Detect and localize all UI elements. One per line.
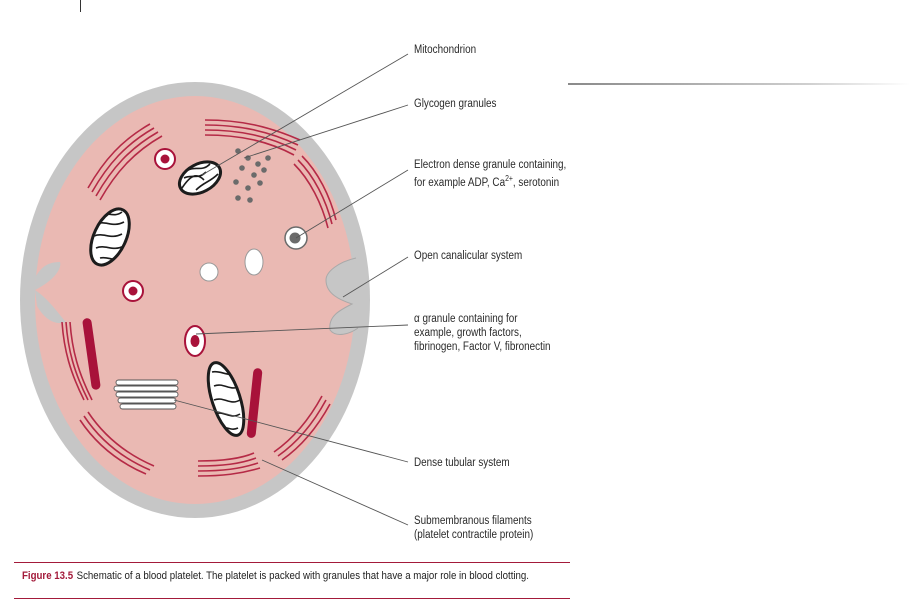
submembranous-filaments (61, 119, 337, 477)
label-alpha-line3: fibrinogen, Factor V, fibronectin (414, 341, 551, 353)
decorative-divider-line (568, 83, 910, 85)
microtubule-rod-left (82, 318, 101, 390)
label-glycogen-granules: Glycogen granules (414, 97, 496, 111)
label-electron-dense-rest: , serotonin (512, 176, 560, 189)
label-submembranous-line1: Submembranous filaments (414, 515, 532, 527)
label-alpha-line1: α granule containing for (414, 313, 518, 325)
label-ocs-text: Open canalicular system (414, 250, 523, 262)
glycogen-granules (233, 148, 271, 203)
label-dense-tubular-system: Dense tubular system (414, 456, 510, 470)
top-left-tick-mark (80, 0, 81, 12)
dense-tubular-system (113, 379, 179, 410)
label-electron-dense-line2: for example ADP, Ca2+, serotonin (414, 172, 566, 190)
label-alpha-line2: example, growth factors, (414, 327, 522, 339)
alpha-granule-3 (184, 325, 206, 357)
label-submembranous-filaments: Submembranous filaments (platelet contra… (414, 514, 533, 542)
label-dts-text: Dense tubular system (414, 457, 510, 469)
label-open-canalicular-system: Open canalicular system (414, 249, 522, 263)
mitochondrion-3 (206, 361, 246, 437)
vesicle-2 (244, 248, 264, 276)
alpha-granule-1 (154, 148, 176, 170)
open-canalicular-invagination-right (326, 258, 358, 335)
figure-number: Figure 13.5 (22, 570, 74, 582)
label-mitochondrion: Mitochondrion (414, 43, 476, 57)
label-mitochondrion-text: Mitochondrion (414, 44, 477, 56)
caption-rule-top (14, 562, 570, 563)
leader-lines (173, 53, 409, 526)
label-electron-dense-granule: Electron dense granule containing, for e… (414, 158, 566, 190)
label-alpha-granule: α granule containing for example, growth… (414, 312, 551, 354)
platelet-cytoplasm (35, 96, 355, 504)
label-submembranous-line2: (platelet contractile protein) (414, 529, 534, 541)
caption-rule-bottom (14, 598, 570, 599)
vesicle-1 (199, 262, 219, 282)
caption-text: Schematic of a blood platelet. The plate… (76, 570, 529, 582)
label-glycogen-text: Glycogen granules (414, 98, 497, 110)
label-electron-dense-superscript: 2+ (505, 174, 513, 183)
label-electron-dense-ca: for example ADP, Ca (414, 176, 506, 189)
label-electron-dense-line1: Electron dense granule containing, (414, 159, 567, 171)
alpha-granule-2 (122, 280, 144, 302)
mitochondrion-2 (89, 207, 131, 267)
open-canalicular-invagination-left (35, 262, 66, 324)
